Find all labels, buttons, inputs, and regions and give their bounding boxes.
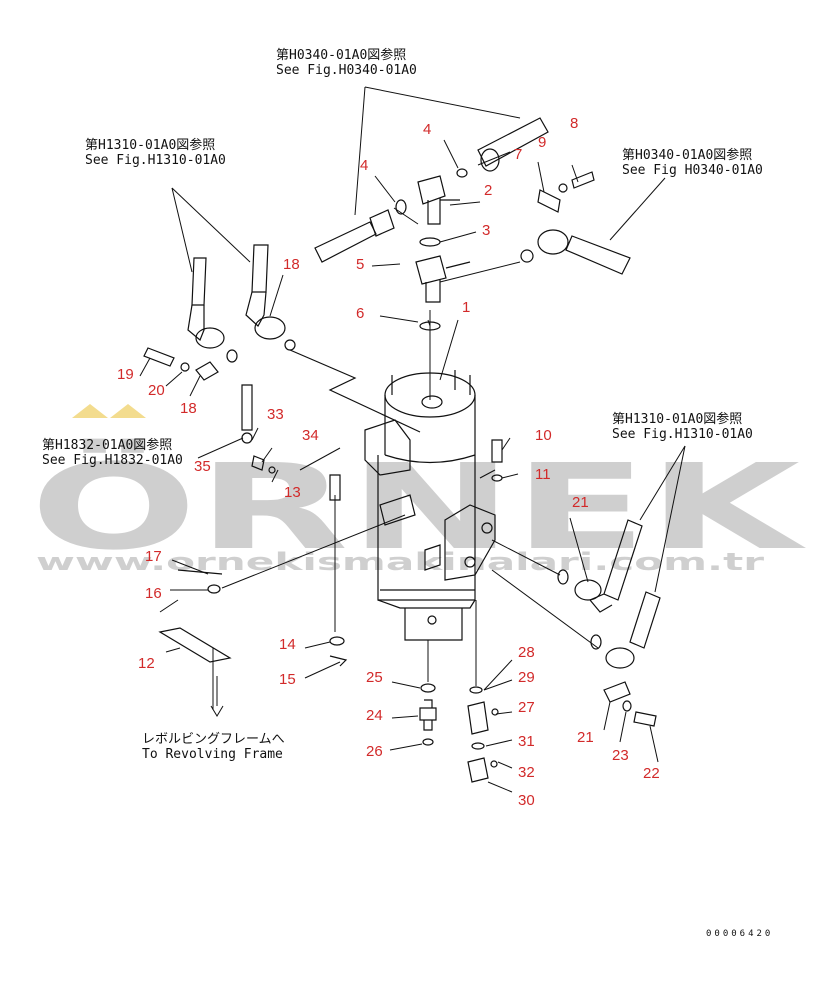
part-number: 3 bbox=[482, 222, 491, 239]
part-number: 34 bbox=[302, 427, 319, 444]
part-number: 9 bbox=[538, 134, 547, 151]
watermark: ÖRNEK www.ornekismakinalari.com.tr bbox=[30, 404, 808, 576]
small-parts-bottom bbox=[329, 636, 499, 783]
leader-lines bbox=[139, 86, 686, 793]
reference-en: See Fig H0340-01A0 bbox=[622, 163, 763, 178]
reference-en: To Revolving Frame bbox=[142, 747, 283, 762]
elbow-fittings bbox=[415, 175, 471, 331]
reference-en: See Fig.H1832-01A0 bbox=[42, 453, 183, 468]
part-number: 17 bbox=[145, 548, 162, 565]
reference-jp: 第H0340-01A0図参照 bbox=[276, 48, 407, 63]
reference-jp: 第H1310-01A0図参照 bbox=[85, 138, 216, 153]
part-number: 28 bbox=[518, 644, 535, 661]
hoses-top bbox=[314, 117, 631, 275]
reference-left: 第H1310-01A0図参照 See Fig.H1310-01A0 bbox=[85, 138, 226, 168]
part-number: 15 bbox=[279, 671, 296, 688]
drawing-number: 00006420 bbox=[706, 929, 774, 939]
part-number: 20 bbox=[148, 382, 165, 399]
part-number: 26 bbox=[366, 743, 383, 760]
part-number: 30 bbox=[518, 792, 535, 809]
part-number: 21 bbox=[572, 494, 589, 511]
reference-right-top: 第H0340-01A0図参照 See Fig H0340-01A0 bbox=[622, 148, 763, 178]
reference-jp: 第H1832-01A0図参照 bbox=[42, 438, 173, 453]
reference-right-mid: 第H1310-01A0図参照 See Fig.H1310-01A0 bbox=[612, 412, 753, 442]
part-number: 21 bbox=[577, 729, 594, 746]
reference-left-mid: 第H1832-01A0図参照 See Fig.H1832-01A0 bbox=[42, 438, 183, 468]
part-number: 18 bbox=[283, 256, 300, 273]
part-number: 1 bbox=[462, 299, 471, 316]
part-number: 22 bbox=[643, 765, 660, 782]
part-number: 4 bbox=[423, 121, 432, 138]
part-number: 12 bbox=[138, 655, 155, 672]
watermark-url: www.ornekismakinalari.com.tr bbox=[36, 548, 764, 576]
part-number: 10 bbox=[535, 427, 552, 444]
part-number: 18 bbox=[180, 400, 197, 417]
part-number: 8 bbox=[570, 115, 579, 132]
part-number: 7 bbox=[514, 146, 523, 163]
part-number: 19 bbox=[117, 366, 134, 383]
part-number: 5 bbox=[356, 256, 365, 273]
part-number: 29 bbox=[518, 669, 535, 686]
part-number: 14 bbox=[279, 636, 296, 653]
part-number: 16 bbox=[145, 585, 162, 602]
small-parts-left bbox=[158, 384, 341, 663]
reference-jp: レボルビングフレームへ bbox=[142, 732, 285, 747]
part-number: 2 bbox=[484, 182, 493, 199]
reference-jp: 第H1310-01A0図参照 bbox=[612, 412, 743, 427]
part-number: 27 bbox=[518, 699, 535, 716]
part-number: 13 bbox=[284, 484, 301, 501]
hoses-left bbox=[143, 244, 421, 433]
reference-frame: レボルビングフレームへ To Revolving Frame bbox=[142, 732, 285, 762]
reference-en: See Fig.H1310-01A0 bbox=[612, 427, 753, 442]
hoses-right bbox=[557, 519, 661, 727]
part-number: 31 bbox=[518, 733, 535, 750]
reference-jp: 第H0340-01A0図参照 bbox=[622, 148, 753, 163]
reference-top: 第H0340-01A0図参照 See Fig.H0340-01A0 bbox=[276, 48, 417, 78]
part-number: 4 bbox=[360, 157, 369, 174]
part-number: 23 bbox=[612, 747, 629, 764]
part-number: 24 bbox=[366, 707, 383, 724]
watermark-brand: ÖRNEK bbox=[30, 438, 808, 576]
reference-en: See Fig.H1310-01A0 bbox=[85, 153, 226, 168]
part-number: 6 bbox=[356, 305, 365, 322]
part-number: 35 bbox=[194, 458, 211, 475]
part-number: 25 bbox=[366, 669, 383, 686]
reference-en: See Fig.H0340-01A0 bbox=[276, 63, 417, 78]
part-number: 11 bbox=[535, 466, 551, 483]
part-number: 33 bbox=[267, 406, 284, 423]
part-number: 32 bbox=[518, 764, 535, 781]
swivel-joint-body bbox=[364, 370, 496, 641]
